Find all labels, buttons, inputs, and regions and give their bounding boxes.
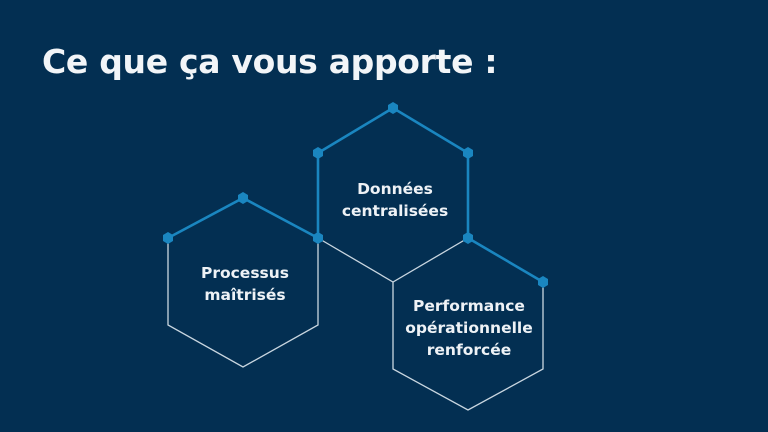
node-icon — [388, 102, 398, 114]
node-icon — [238, 192, 248, 204]
hexagon-processus-outline — [167, 238, 319, 368]
hexagon-label-processus: Processus maîtrisés — [201, 262, 289, 306]
node-icon — [538, 276, 548, 288]
node-icon — [163, 232, 173, 244]
label-line: centralisées — [341, 202, 449, 220]
slide-title: Ce que ça vous apporte : — [42, 42, 498, 81]
node-icon — [313, 232, 323, 244]
hexagon-label-performance: Performance opérationnelle renforcée — [405, 295, 532, 361]
node-icon — [463, 232, 473, 244]
node-icon — [313, 147, 323, 159]
hexagon-performance-outline — [392, 282, 544, 411]
hexagon-donnees-outline — [317, 237, 469, 283]
label-line: Données — [357, 180, 433, 198]
node-icons — [163, 102, 548, 288]
label-line: renforcée — [426, 341, 512, 359]
hexagon-label-donnees: Données centralisées — [342, 178, 448, 222]
label-line: Performance — [413, 297, 525, 315]
label-line: opérationnelle — [405, 319, 533, 337]
label-line: maîtrisés — [204, 286, 286, 304]
node-icon — [463, 147, 473, 159]
label-line: Processus — [200, 264, 290, 282]
